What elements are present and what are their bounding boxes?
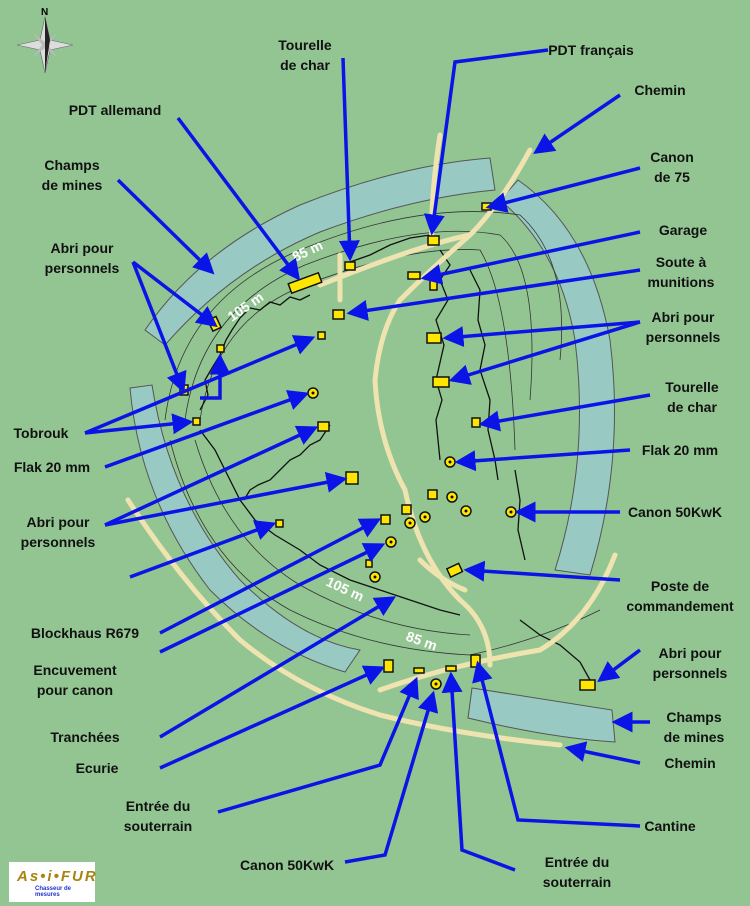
label-cantine: Cantine [644, 818, 696, 834]
label-blockhaus: Blockhaus R679 [30, 625, 140, 641]
road-east [337, 252, 468, 593]
logo: As•i•FUR Chasseur de mesures [9, 862, 98, 902]
gun-emplacements [307, 387, 517, 690]
label-tranchees: Tranchées [50, 729, 120, 745]
bunker-entree [413, 667, 425, 674]
label-canon-50-bottom: Canon 50KwK [239, 857, 335, 873]
bunker-poste [445, 562, 464, 579]
bunker-entree2 [445, 665, 457, 672]
compass-icon: N [16, 7, 74, 74]
bunker-small [365, 559, 373, 568]
label-flak-left: Flak 20 mm [13, 459, 91, 475]
bunker-tourelle [344, 261, 356, 271]
bunker-blockhaus2 [401, 504, 412, 515]
label-chemin-top: Chemin [634, 82, 686, 98]
label-flak-right: Flak 20 mm [641, 442, 719, 458]
minefield-right [499, 179, 615, 576]
bunker-abri3 [426, 332, 442, 344]
bunker-blockhaus [380, 514, 391, 525]
contour-lines [164, 211, 601, 656]
label-garage: Garage [658, 222, 708, 238]
bunker-blockhaus3 [427, 489, 438, 500]
label-pdt-francais: PDT français [548, 42, 634, 58]
bunker-pdt-allemand [287, 271, 323, 295]
bunker-abri6 [345, 471, 359, 485]
label-chemin-bottom: Chemin [664, 755, 716, 771]
bunker-abri8 [579, 679, 596, 691]
label-tobrouk: Tobrouk [13, 425, 69, 441]
bunker-pdt-francais [427, 235, 440, 246]
bunker-abri7 [275, 519, 284, 528]
road-lower [125, 497, 618, 748]
bunker-abri5 [317, 421, 330, 432]
pointer-arrows [84, 48, 651, 872]
bunker-tourelle2 [471, 417, 481, 428]
logo-subtitle: Chasseur de mesures [35, 886, 72, 898]
bunker-ecurie [383, 659, 394, 673]
bunker-tobrouk [317, 331, 326, 340]
bunker-tobrouk2 [216, 344, 225, 353]
altitude-105-top: 105 m [225, 289, 267, 325]
bunker-garage2 [429, 279, 438, 291]
minefield-bottom-right [467, 687, 616, 743]
minefield-top [144, 157, 496, 346]
minefields [129, 157, 616, 743]
logo-title: As•i•FUR [17, 868, 98, 885]
bunker-abri4 [432, 376, 450, 388]
bunker-tobrouk3 [192, 417, 201, 426]
label-canon-50-right: Canon 50KwK [627, 504, 723, 520]
bunker-garage [407, 271, 421, 280]
label-ecurie: Ecurie [75, 760, 119, 776]
roads [125, 132, 618, 748]
label-pdt-allemand: PDT allemand [68, 102, 162, 118]
compass-north: N [41, 7, 48, 18]
bunker-soute [332, 309, 345, 320]
